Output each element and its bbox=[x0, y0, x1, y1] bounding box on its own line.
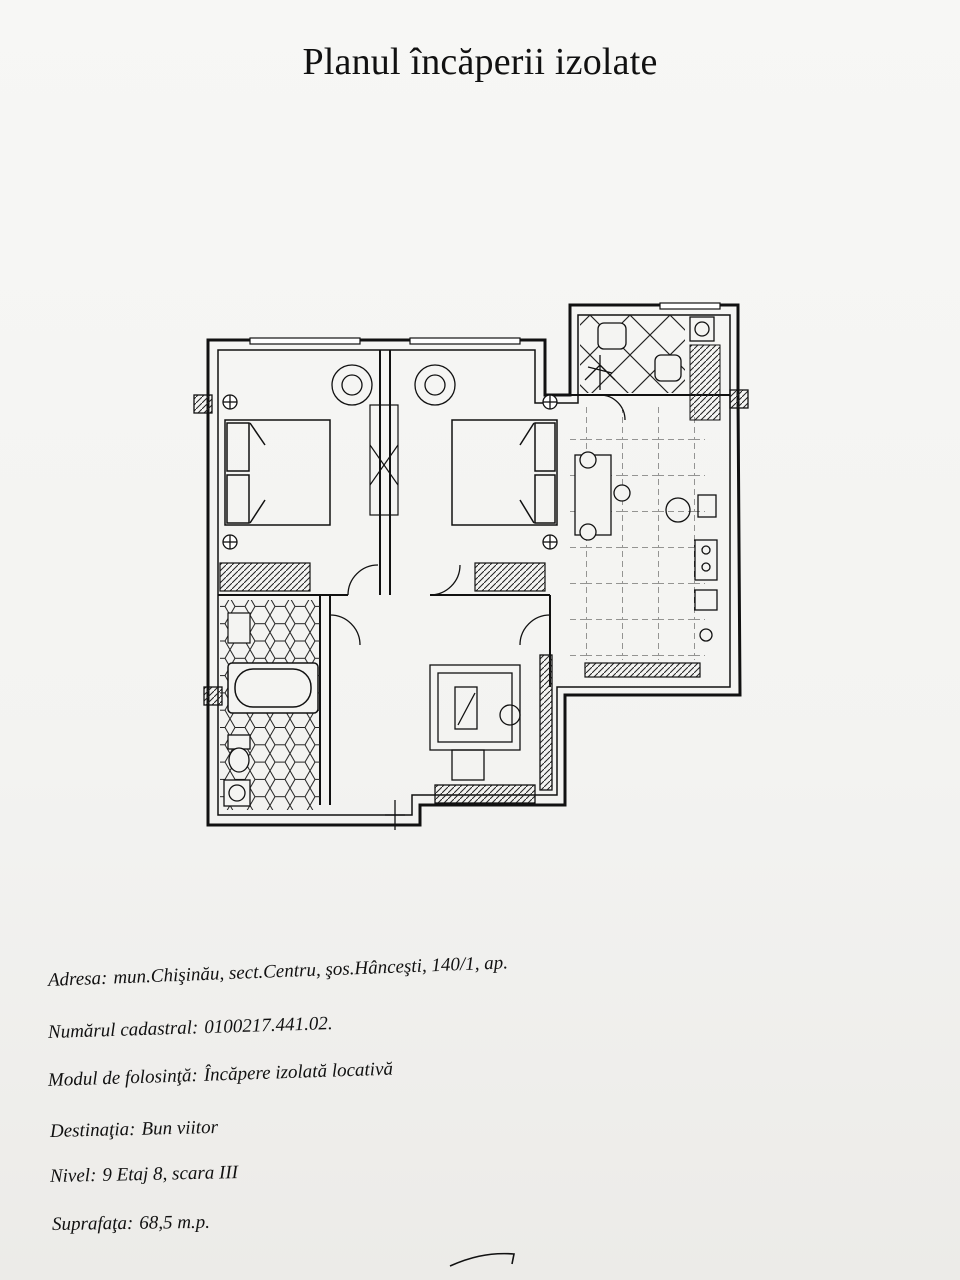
toilet-icon bbox=[689, 316, 715, 342]
armchair-icon bbox=[331, 364, 456, 406]
document-title: Planul încăperii izolate bbox=[302, 41, 658, 83]
cadastral-label: Numărul cadastral: bbox=[47, 1017, 199, 1043]
area-value: 68,5 m.p. bbox=[139, 1211, 211, 1234]
armchair-icon bbox=[665, 494, 717, 523]
cadastral-value: 0100217.441.02. bbox=[204, 1013, 333, 1039]
door-icon bbox=[329, 394, 626, 646]
level-label: Nivel: bbox=[49, 1165, 97, 1187]
cadastral-line: Numărul cadastral:0100217.441.02. bbox=[48, 1013, 333, 1044]
toilet-icon bbox=[227, 734, 251, 773]
destination-line: Destinaţia:Bun viitor bbox=[50, 1117, 219, 1143]
armchair-icon bbox=[597, 322, 682, 382]
entrance bbox=[385, 800, 405, 830]
bed-icon bbox=[451, 419, 558, 526]
wardrobe bbox=[219, 404, 546, 592]
dining-table-icon bbox=[574, 451, 631, 541]
bed-icon bbox=[224, 419, 331, 526]
use-label: Modul de folosinţă: bbox=[47, 1065, 199, 1091]
bathtub-icon bbox=[227, 662, 319, 714]
sink-icon bbox=[227, 612, 251, 644]
address-line: Adresa:mun.Chişinău, sect.Centru, şos.Hâ… bbox=[48, 952, 509, 992]
signature bbox=[449, 1252, 515, 1267]
area-line: Suprafaţa:68,5 m.p. bbox=[52, 1212, 210, 1236]
use-value: Încăpere izolată locativă bbox=[203, 1058, 394, 1086]
socket-icon bbox=[193, 389, 749, 706]
destination-value: Bun viitor bbox=[141, 1116, 219, 1140]
use-line: Modul de folosinţă:Încăpere izolată loca… bbox=[48, 1059, 394, 1092]
level-value: 9 Etaj 8, scara III bbox=[102, 1162, 239, 1186]
area-label: Suprafaţa: bbox=[51, 1212, 134, 1235]
level-line: Nivel:9 Etaj 8, scara III bbox=[50, 1162, 238, 1188]
washing-machine-icon bbox=[223, 779, 251, 807]
stove-icon bbox=[694, 539, 718, 642]
hallway bbox=[429, 654, 553, 804]
floor-plan bbox=[193, 302, 749, 830]
destination-label: Destinaţia: bbox=[49, 1118, 136, 1142]
window-icon bbox=[249, 302, 721, 345]
address-value: mun.Chişinău, sect.Centru, şos.Hânceşti,… bbox=[112, 952, 509, 989]
plant-icon bbox=[584, 355, 616, 390]
bathroom bbox=[220, 600, 320, 810]
loggia bbox=[580, 315, 721, 421]
address-label: Adresa: bbox=[47, 967, 108, 991]
kitchen bbox=[570, 405, 718, 678]
